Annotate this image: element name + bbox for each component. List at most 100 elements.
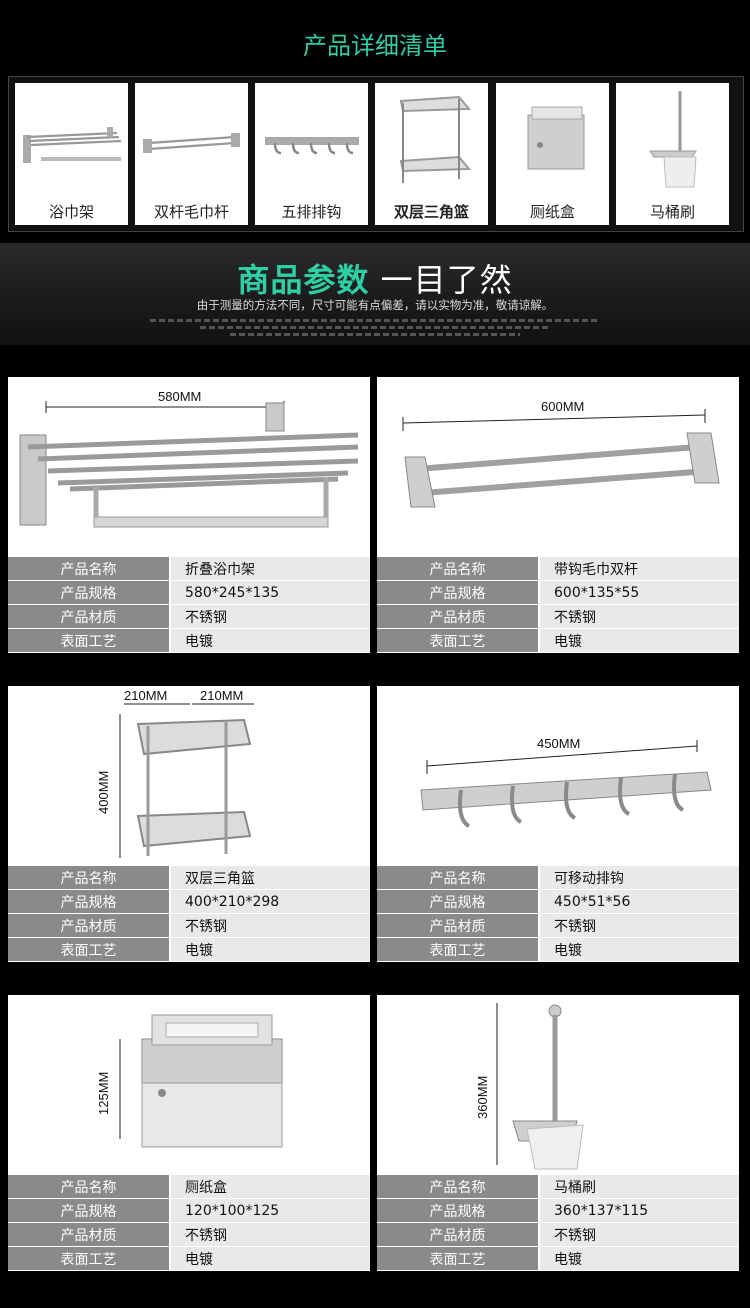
spec-value: 厕纸盒 — [169, 1175, 370, 1199]
spec-key: 产品材质 — [8, 913, 170, 938]
spec-value: 带钩毛巾双杆 — [538, 557, 739, 581]
spec-value: 不锈钢 — [169, 913, 370, 938]
spec-value: 不锈钢 — [538, 913, 739, 938]
spec-value: 折叠浴巾架 — [169, 557, 370, 581]
corner-basket-thumbnail — [399, 95, 472, 183]
spec-key: 表面工艺 — [8, 937, 170, 962]
spec-key: 产品规格 — [377, 580, 539, 605]
banner-title-accent: 商品参数 — [237, 261, 370, 299]
strip-item-hooks[interactable]: 五排排钩 — [255, 83, 368, 225]
strip-item-corner-basket[interactable]: 双层三角篮 — [375, 83, 488, 225]
spec-value: 可移动排钩 — [538, 866, 739, 890]
hooks-image: 450MM — [420, 736, 712, 828]
spec-value: 450*51*56 — [538, 889, 739, 914]
spec-value: 120*100*125 — [169, 1198, 370, 1223]
spec-key: 产品材质 — [377, 1222, 539, 1247]
spec-value: 400*210*298 — [169, 889, 370, 914]
banner-title: 商品参数 一目了然 — [0, 255, 750, 301]
spec-value: 电镀 — [169, 628, 370, 653]
toilet-brush-thumbnail — [649, 91, 697, 188]
strip-label: 马桶刷 — [649, 203, 695, 221]
spec-key: 表面工艺 — [8, 1246, 170, 1271]
spec-key: 产品规格 — [377, 1198, 539, 1223]
strip-item-tissue-box[interactable]: 厕纸盒 — [496, 83, 609, 225]
decorative-text-line — [200, 326, 550, 329]
toilet-brush-image: 360MM — [475, 1003, 584, 1170]
dimension-label: 210MM — [200, 688, 243, 703]
dimension-label: 600MM — [541, 399, 584, 414]
spec-value: 电镀 — [169, 937, 370, 962]
banner-title-rest: 一目了然 — [380, 261, 513, 299]
tissue-box-image: 125MM — [96, 1014, 283, 1148]
spec-value: 不锈钢 — [538, 1222, 739, 1247]
spec-value: 双层三角篮 — [169, 866, 370, 890]
spec-key: 产品规格 — [8, 889, 170, 914]
strip-label: 浴巾架 — [48, 203, 94, 221]
spec-key: 产品规格 — [8, 1198, 170, 1223]
hooks-thumbnail — [265, 137, 359, 155]
spec-key: 产品规格 — [377, 889, 539, 914]
strip-label: 双层三角篮 — [393, 203, 469, 221]
double-towel-bar-thumbnail — [143, 133, 240, 153]
strip-item-towel-rack[interactable]: 浴巾架 — [15, 83, 128, 225]
strip-label: 厕纸盒 — [529, 203, 575, 221]
decorative-text-line — [230, 333, 520, 336]
spec-key: 产品材质 — [8, 1222, 170, 1247]
spec-key: 产品材质 — [377, 913, 539, 938]
decorative-text-line — [150, 319, 600, 322]
spec-value: 580*245*135 — [169, 580, 370, 605]
spec-key: 产品名称 — [377, 557, 539, 581]
towel-rack-image: 580MM — [19, 389, 359, 528]
spec-value: 不锈钢 — [169, 604, 370, 629]
spec-key: 产品材质 — [377, 604, 539, 629]
spec-value: 不锈钢 — [169, 1222, 370, 1247]
spec-key: 产品名称 — [377, 1175, 539, 1199]
dimension-label: 125MM — [96, 1072, 111, 1115]
parameter-banner: 商品参数 一目了然 由于测量的方法不同，尺寸可能有点偏差，请以实物为准，敬请谅解… — [0, 243, 750, 345]
strip-label: 五排排钩 — [281, 203, 342, 221]
spec-key: 表面工艺 — [377, 628, 539, 653]
strip-label: 双杆毛巾杆 — [153, 203, 229, 221]
spec-value: 电镀 — [538, 937, 739, 962]
spec-key: 产品材质 — [8, 604, 170, 629]
spec-value: 600*135*55 — [538, 580, 739, 605]
spec-key: 产品名称 — [8, 1175, 170, 1199]
spec-key: 产品名称 — [377, 866, 539, 890]
spec-value: 电镀 — [169, 1246, 370, 1271]
dimension-label: 580MM — [158, 389, 201, 404]
spec-value: 360*137*115 — [538, 1198, 739, 1223]
spec-key: 表面工艺 — [377, 937, 539, 962]
spec-key: 产品名称 — [8, 557, 170, 581]
strip-item-toilet-brush[interactable]: 马桶刷 — [616, 83, 729, 225]
spec-value: 电镀 — [538, 628, 739, 653]
product-strip: 浴巾架 双杆毛巾杆 五排排钩 双层三角篮 厕纸盒 — [8, 76, 744, 232]
banner-subtitle: 由于测量的方法不同，尺寸可能有点偏差，请以实物为准，敬请谅解。 — [196, 298, 554, 312]
spec-key: 产品规格 — [8, 580, 170, 605]
spec-key: 产品名称 — [8, 866, 170, 890]
spec-value: 不锈钢 — [538, 604, 739, 629]
tissue-box-thumbnail — [527, 106, 585, 170]
dimension-label: 360MM — [475, 1076, 490, 1119]
corner-basket-image: 210MM 210MM 400MM — [96, 688, 254, 858]
towel-rack-thumbnail — [23, 127, 122, 163]
spec-value: 马桶刷 — [538, 1175, 739, 1199]
dimension-label: 210MM — [124, 688, 167, 703]
spec-key: 表面工艺 — [377, 1246, 539, 1271]
spec-key: 表面工艺 — [8, 628, 170, 653]
strip-item-double-towel-bar[interactable]: 双杆毛巾杆 — [135, 83, 248, 225]
dimension-label: 450MM — [537, 736, 580, 751]
spec-value: 电镀 — [538, 1246, 739, 1271]
dimension-label: 400MM — [96, 771, 111, 814]
